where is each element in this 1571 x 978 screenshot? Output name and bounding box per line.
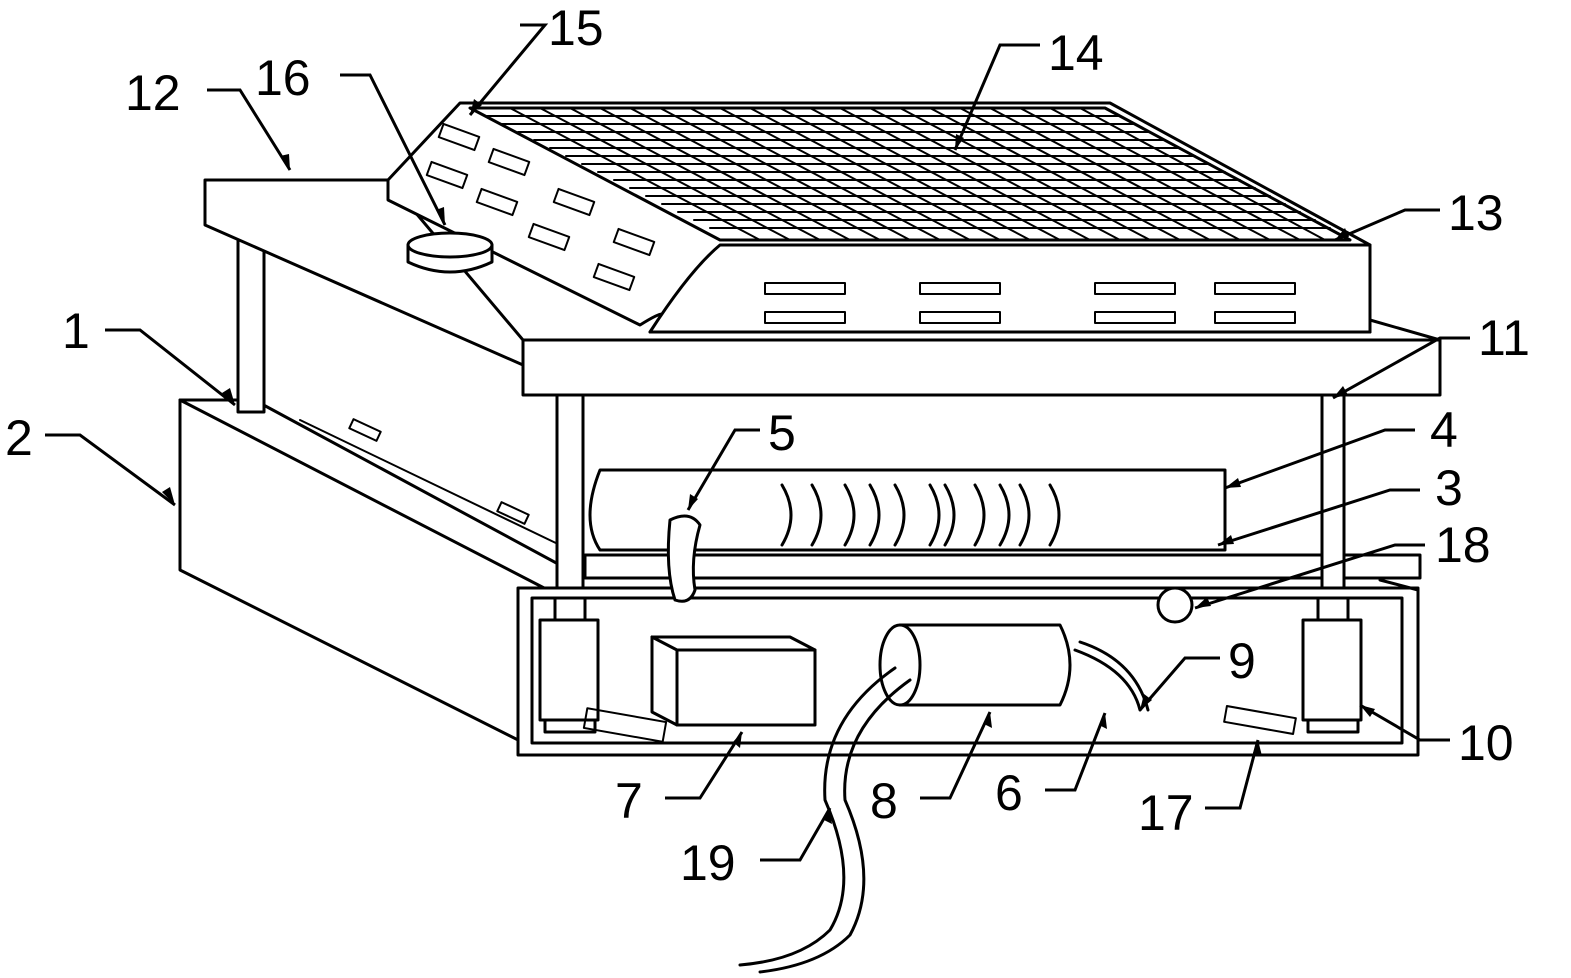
knob	[406, 231, 494, 274]
motor-cable	[1073, 648, 1142, 712]
label-5: 5	[768, 405, 796, 461]
label-8: 8	[870, 773, 898, 829]
label-18: 18	[1435, 517, 1491, 573]
handle	[666, 514, 702, 603]
top-plate	[203, 178, 525, 367]
label-9: 9	[1228, 633, 1256, 689]
label-7: 7	[615, 773, 643, 829]
label-1: 1	[62, 303, 90, 359]
label-14: 14	[1048, 25, 1104, 81]
label-12: 12	[125, 65, 181, 121]
label-11: 11	[1478, 310, 1530, 366]
leader-lines	[45, 23, 1470, 862]
label-13: 13	[1448, 185, 1504, 241]
lower-plate	[583, 553, 1422, 580]
side-vent-slots	[425, 122, 656, 292]
label-6: 6	[995, 765, 1023, 821]
label-2: 2	[5, 410, 33, 466]
gauge	[1156, 586, 1194, 624]
label-3: 3	[1435, 460, 1463, 516]
solar-panel-grid	[468, 106, 1352, 242]
inner-box	[588, 468, 1227, 552]
label-15: 15	[548, 0, 604, 56]
base-top-rail	[256, 400, 562, 567]
label-10: 10	[1458, 715, 1514, 771]
label-16: 16	[255, 50, 311, 106]
pillars	[236, 228, 1346, 590]
part-labels: 1 2 3 4 5 6 7 8 9 10 11 12 13 14 15 16 1…	[5, 0, 1530, 891]
motor	[878, 623, 1072, 707]
control-box	[650, 635, 817, 727]
power-cord	[738, 666, 897, 967]
vent-curves	[780, 483, 1061, 547]
label-17: 17	[1138, 785, 1194, 841]
label-4: 4	[1430, 402, 1458, 458]
label-19: 19	[680, 835, 736, 891]
middle-plate	[521, 318, 1442, 397]
leader-arrows	[162, 99, 1375, 824]
cylinders	[538, 596, 1363, 743]
